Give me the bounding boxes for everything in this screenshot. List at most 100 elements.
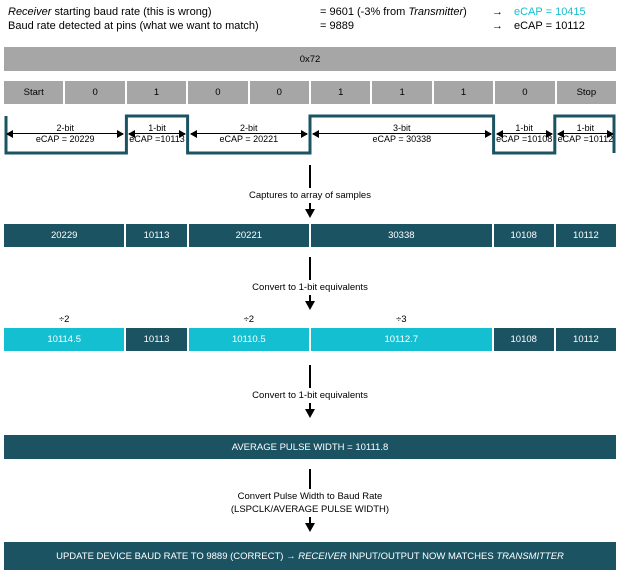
- bit-cell: 1: [433, 81, 494, 104]
- arrow-stem: [309, 517, 311, 523]
- receiver-ecap-value: eCAP = 10415: [514, 6, 586, 18]
- samples-bar: 20229 10113 20221 30338 10108 10112: [4, 224, 617, 247]
- header-row-receiver: Receiver starting baud rate (this is wro…: [8, 5, 620, 19]
- receiver-word: Receiver: [8, 6, 52, 18]
- flow-arrow-convert-2: Convert to 1-bit equivalents: [0, 365, 620, 418]
- header: Receiver starting baud rate (this is wro…: [0, 0, 620, 33]
- right-arrow-icon: →: [492, 20, 503, 32]
- header-row-detected: Baud rate detected at pins (what we want…: [8, 19, 620, 33]
- sample-cell: 10108: [493, 224, 554, 247]
- segment-ecap-label: eCAP =10113: [129, 134, 185, 144]
- measure-arrow-icon: [6, 129, 125, 138]
- flow-arrow-label: Convert to 1-bit equivalents: [252, 390, 368, 401]
- segment-ecap-label: eCAP =10112: [557, 134, 614, 144]
- arrow-head-down-icon: [305, 523, 315, 532]
- divisor-label: ÷3: [396, 313, 407, 325]
- transmitter-word: Transmitter: [408, 6, 464, 18]
- byte-value-label: 0x72: [299, 53, 321, 65]
- segment-bits-label: 2-bit: [56, 123, 74, 133]
- measure-arrow-icon: [312, 129, 492, 138]
- arrow-stem: [309, 257, 311, 280]
- final-text-1: UPDATE DEVICE BAUD RATE TO 9889 (CORRECT…: [56, 550, 299, 562]
- flow-arrow-baud-rate: Convert Pulse Width to Baud Rate (LSPCLK…: [0, 469, 620, 532]
- divisor-label: ÷2: [243, 313, 255, 325]
- measure-arrow-icon: [189, 129, 308, 138]
- divisor-label: ÷2: [58, 313, 70, 325]
- detected-baud-label: Baud rate detected at pins (what we want…: [8, 20, 259, 32]
- segment-ecap-label: eCAP = 30338: [372, 134, 432, 144]
- flow-arrow-label-line2: (LSPCLK/AVERAGE PULSE WIDTH): [230, 504, 390, 515]
- detected-ecap-value: eCAP = 10112: [514, 20, 585, 32]
- waveform-segment: 1-bit eCAP =10113: [126, 111, 187, 157]
- bit-cell-stop: Stop: [556, 81, 617, 104]
- final-text-2: INPUT/OUTPUT NOW MATCHES: [346, 550, 497, 562]
- arrow-stem: [309, 203, 311, 209]
- waveform-signal: [4, 114, 616, 155]
- equivalents-bar: 10114.5 10113 10110.5 10112.7 10108 1011…: [4, 328, 617, 351]
- receiver-value-start: = 9601 (-3% from: [320, 6, 409, 18]
- receiver-value-end: ): [463, 6, 467, 18]
- flow-arrow-label-line1: Convert Pulse Width to Baud Rate: [237, 491, 383, 502]
- sample-cell: 30338: [311, 224, 492, 247]
- measure-arrow-icon: [556, 129, 614, 138]
- sample-cell: 10113: [126, 224, 187, 247]
- flow-arrow-label: Convert to 1-bit equivalents: [252, 282, 368, 293]
- arrow-head-down-icon: [305, 209, 315, 218]
- average-pulse-width-label: AVERAGE PULSE WIDTH = 10111.8: [231, 441, 389, 453]
- waveform-segment: 3-bit eCAP = 30338: [310, 111, 494, 157]
- measure-arrow-icon: [128, 129, 186, 138]
- bit-cell: 0: [188, 81, 248, 104]
- sample-cell: 20221: [188, 224, 310, 247]
- segment-bits-label: 2-bit: [240, 123, 258, 133]
- segment-ecap-label: eCAP = 20229: [35, 134, 95, 144]
- segment-bits-label: 1-bit: [515, 123, 533, 133]
- segment-ecap-label: eCAP =10108: [496, 134, 553, 144]
- arrow-stem: [309, 469, 311, 489]
- arrow-stem: [309, 165, 311, 188]
- receiver-baud-label: Receiver starting baud rate (this is wro…: [8, 5, 320, 19]
- divisor-spacer: [126, 312, 186, 326]
- measure-arrow-icon: [495, 129, 553, 138]
- uart-waveform: 2-bit eCAP = 20229 1-bit eCAP =10113 2-b…: [4, 111, 616, 157]
- byte-value-bar: 0x72: [4, 47, 616, 71]
- flow-arrow-label: Captures to array of samples: [249, 190, 371, 201]
- equivalent-cell: 10112: [555, 328, 617, 351]
- bit-cell: 0: [249, 81, 310, 104]
- divisor-spacer: [556, 312, 616, 326]
- equivalent-cell-converted: 10110.5: [188, 328, 310, 351]
- arrow-stem: [309, 295, 311, 301]
- waveform-segment: 2-bit eCAP = 20229: [4, 111, 126, 157]
- update-baud-rate-text: UPDATE DEVICE BAUD RATE TO 9889 (CORRECT…: [56, 551, 564, 562]
- bit-frame-bar: Start 0 1 0 0 1 1 1 0 Stop: [4, 81, 617, 104]
- equivalent-cell-converted: 10112.7: [311, 328, 492, 351]
- detected-baud-value: = 9889: [320, 20, 354, 32]
- flow-arrow-capture: Captures to array of samples: [0, 165, 620, 218]
- average-pulse-width-bar: AVERAGE PULSE WIDTH = 10111.8: [4, 435, 616, 459]
- bit-cell-start: Start: [4, 81, 64, 104]
- bit-cell: 0: [65, 81, 125, 104]
- arrow-head-down-icon: [305, 409, 315, 418]
- segment-bits-label: 1-bit: [148, 123, 166, 133]
- sample-cell: 20229: [4, 224, 125, 247]
- bit-cell: 1: [311, 81, 371, 104]
- segment-bits-label: 1-bit: [576, 123, 595, 133]
- segment-bits-label: 3-bit: [393, 123, 411, 133]
- waveform-segment: 1-bit eCAP =10112: [555, 111, 616, 157]
- segment-ecap-label: eCAP = 20221: [219, 134, 279, 144]
- final-receiver-word: RECEIVER: [298, 550, 347, 562]
- bit-cell: 0: [495, 81, 555, 104]
- equivalent-cell: 10108: [493, 328, 554, 351]
- equivalent-cell: 10113: [126, 328, 187, 351]
- flow-arrow-convert-1: Convert to 1-bit equivalents: [0, 257, 620, 310]
- arrow-stem: [309, 403, 311, 409]
- receiver-baud-value: = 9601 (-3% from Transmitter): [320, 5, 492, 19]
- final-transmitter-word: TRANSMITTER: [496, 550, 564, 562]
- bit-cell: 1: [372, 81, 432, 104]
- divisor-spacer: [494, 312, 554, 326]
- waveform-segment: 2-bit eCAP = 20221: [188, 111, 310, 157]
- receiver-label-rest: starting baud rate (this is wrong): [51, 6, 212, 18]
- update-baud-rate-bar: UPDATE DEVICE BAUD RATE TO 9889 (CORRECT…: [4, 542, 616, 570]
- right-arrow-icon: →: [492, 6, 503, 18]
- equivalent-cell-converted: 10114.5: [4, 328, 125, 351]
- bit-cell: 1: [126, 81, 187, 104]
